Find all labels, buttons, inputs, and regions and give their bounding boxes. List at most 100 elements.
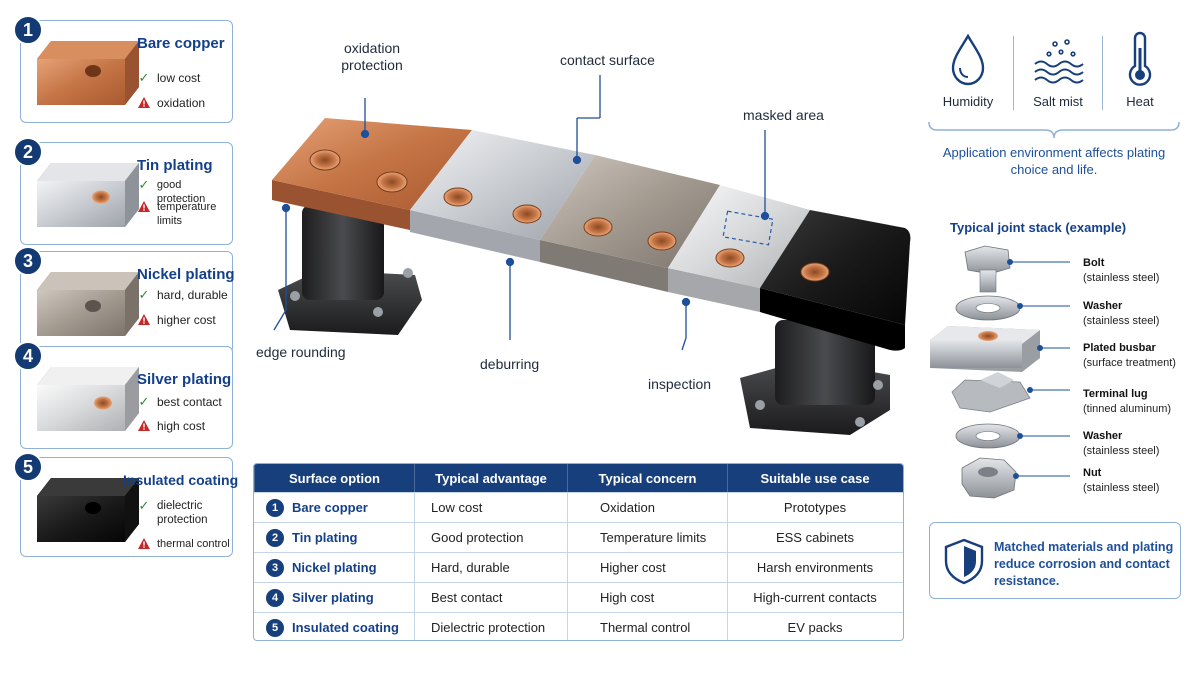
divider [1013,36,1014,110]
callout-contact-surface: contact surface [560,52,655,68]
check-icon: ✓ [138,394,150,409]
warning-icon [138,420,150,431]
stack-label-terminal-lug: Terminal lug (tinned aluminum) [1083,387,1171,417]
part-detail: (stainless steel) [1083,272,1160,284]
joint-stack-illustration [930,245,1070,499]
table-cell-use-case: High-current contacts [727,583,902,612]
row-number-badge: 4 [266,588,284,607]
advantage-text: dielectric protection [157,500,208,526]
callout-inspection: inspection [648,376,712,392]
stack-label-bolt: Bolt (stainless steel) [1083,256,1159,286]
tin-plating-sample-image [37,163,139,227]
row-number-badge: 1 [266,498,284,517]
table-header-cell: Typical advantage [414,464,567,492]
option-advantage: ✓ best contact [137,394,222,410]
part-detail: (surface treatment) [1083,357,1176,369]
option-advantage: ✓ good protection [137,178,232,206]
mounting-holes [309,149,830,282]
option-advantage: ✓ dielectric protection [137,499,227,527]
salt-mist-icon [1034,39,1084,84]
advantage-text: hard, durable [157,288,228,302]
table-cell-use-case: Prototypes [727,493,902,522]
part-name: Terminal lug [1083,388,1148,400]
table-cell-advantage: Best contact [414,583,567,612]
option-title: Bare copper [137,35,225,52]
env-label: Heat [1126,94,1154,109]
option-name: Insulated coating [292,620,399,635]
option-number-badge: 3 [13,246,43,276]
table-cell-concern: High cost [567,583,727,612]
env-item-humidity: Humidity [925,30,1011,109]
option-title: Tin plating [137,157,213,174]
right-support-post [740,320,890,435]
option-number-badge: 5 [13,452,43,482]
option-concern: oxidation [137,96,205,110]
table-cell-advantage: Good protection [414,523,567,552]
check-icon: ✓ [138,498,150,513]
warning-icon [138,97,150,108]
part-name: Bolt [1083,257,1105,269]
part-detail: (stainless steel) [1083,315,1160,327]
option-concern: temperature limits [137,200,227,228]
option-advantage: ✓ low cost [137,70,201,86]
check-icon: ✓ [138,287,150,302]
part-name: Washer [1083,300,1123,312]
environment-note: Application environment affects plating … [942,145,1166,177]
option-title: Nickel plating [137,266,235,283]
shield-icon [944,538,984,585]
note-text: Matched materials and plating reduce cor… [994,540,1174,588]
option-concern: thermal control [137,537,230,551]
stack-label-washer-lower: Washer(stainless steel) [1083,429,1159,459]
nickel-plating-sample-image [37,272,139,336]
washer-bottom-part [955,423,1021,449]
row-number-badge: 2 [266,528,284,547]
option-number-badge: 1 [13,15,43,45]
table-cell-option: 5 Insulated coating [254,613,414,640]
row-number-badge: 5 [266,618,284,637]
table-cell-use-case: Harsh environments [727,553,902,582]
stack-label-nut: Nut(stainless steel) [1083,466,1159,496]
env-item-salt-mist: Salt mist [1015,30,1101,109]
option-card-tin-plating: 2 Tin plating ✓ good protection temperat… [13,137,233,245]
check-icon: ✓ [138,70,150,85]
table-header-cell: Surface option [254,464,414,492]
concern-text: higher cost [157,313,216,327]
concern-text: high cost [157,419,206,433]
row-number-badge: 3 [266,558,284,577]
option-title: Silver plating [137,371,232,388]
table-header-cell: Suitable use case [727,464,902,492]
insulated-section [760,210,911,325]
table-cell-use-case: EV packs [727,613,902,640]
droplet-icon [951,33,985,86]
left-support-post [278,205,422,335]
silver-section [668,185,810,288]
option-concern: higher cost [137,313,216,327]
callout-leaders [273,75,770,351]
option-advantage: ✓ hard, durable [137,287,228,303]
application-environment-panel: Humidity Salt mist Heat Application envi… [925,30,1183,180]
table-header-cell: Typical concern [567,464,727,492]
terminal-lug-part [951,372,1031,413]
part-name: Nut [1083,467,1102,479]
warning-icon [138,201,150,212]
plated-busbar-part [930,326,1040,372]
surface-options-table: Surface option Typical advantage Typical… [253,463,904,641]
washer-top-part [955,295,1021,321]
part-detail: (tinned aluminum) [1083,403,1172,415]
concern-text: oxidation [157,96,206,110]
table-cell-advantage: Dielectric protection [414,613,567,640]
matched-materials-note: Matched materials and plating reduce cor… [929,522,1181,599]
option-card-silver-plating: 4 Silver plating ✓ best contact high cos… [13,341,233,449]
busbar-drawing [272,75,911,435]
part-detail: (stainless steel) [1083,445,1160,457]
insulated-coating-sample-image [37,478,139,542]
nut-part [961,457,1017,499]
environment-bracket [928,121,1180,139]
option-number-badge: 4 [13,341,43,371]
check-icon: ✓ [138,177,150,192]
